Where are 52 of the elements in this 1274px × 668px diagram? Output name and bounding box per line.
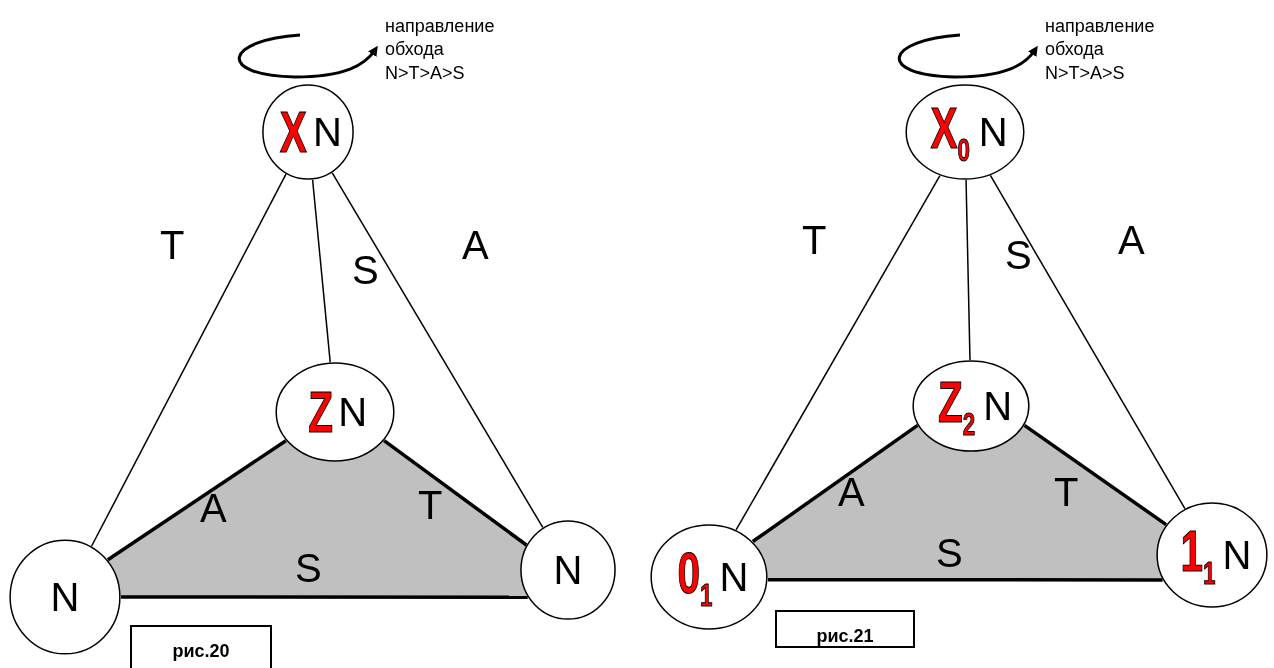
- node-circle: [912, 360, 1030, 452]
- edge-label: S: [936, 533, 963, 573]
- node-letter: N: [978, 112, 1008, 152]
- edge-label: T: [418, 485, 443, 525]
- direction-note: направление обхода N>T>A>S: [385, 15, 496, 85]
- node-circle: [9, 539, 121, 655]
- edge-label: T: [1054, 472, 1079, 512]
- connector-line: [106, 439, 287, 562]
- caption-box: [130, 625, 272, 668]
- node-circle: [905, 84, 1025, 180]
- node-circle: [275, 362, 395, 462]
- node-symbol: X$_{0}$: [930, 98, 971, 166]
- connector-line: [121, 595, 528, 599]
- node-letter: N: [983, 386, 1013, 426]
- figure-label: рис.20: [172, 641, 230, 662]
- node-symbol: 1$_{1}$: [1180, 521, 1216, 589]
- connector-line: [767, 578, 1163, 582]
- edge-label: T: [160, 225, 185, 265]
- edge-label: S: [352, 250, 379, 290]
- edge-label: T: [802, 220, 827, 260]
- figure-label: рис.21: [816, 626, 874, 647]
- edge-label: A: [200, 488, 227, 528]
- connector-line: [989, 174, 1186, 510]
- node-symbol: Z$_{2}$: [937, 372, 976, 440]
- node-letter: N: [338, 392, 368, 432]
- connector-line: [331, 172, 544, 529]
- connector-line: [383, 439, 528, 547]
- connector-line: [90, 173, 287, 547]
- connector-line: [965, 179, 971, 361]
- edge-label: A: [1118, 220, 1145, 260]
- node-circle: [1156, 502, 1268, 608]
- direction-note: направление обхода N>T>A>S: [1045, 15, 1156, 85]
- node-symbol: Z: [308, 383, 333, 441]
- connector-line: [751, 424, 919, 543]
- edge-label: S: [1005, 235, 1032, 275]
- edge-label: A: [838, 472, 865, 512]
- node-symbol: 0$_{1}$: [677, 543, 713, 611]
- node-circle: [520, 520, 616, 620]
- connector-line: [1023, 424, 1168, 527]
- node-symbol: X: [280, 103, 308, 161]
- connector-line: [735, 174, 941, 531]
- edge-label: A: [462, 225, 489, 265]
- node-circle: [650, 524, 768, 630]
- connector-line: [311, 179, 331, 363]
- node-letter: N: [312, 112, 342, 152]
- node-letter: N: [719, 557, 749, 597]
- node-letter: N: [553, 550, 583, 590]
- node-letter: N: [50, 577, 80, 617]
- node-letter: N: [1222, 535, 1252, 575]
- node-circle: [262, 84, 354, 180]
- caption-box: [775, 610, 915, 648]
- edge-label: S: [295, 548, 322, 588]
